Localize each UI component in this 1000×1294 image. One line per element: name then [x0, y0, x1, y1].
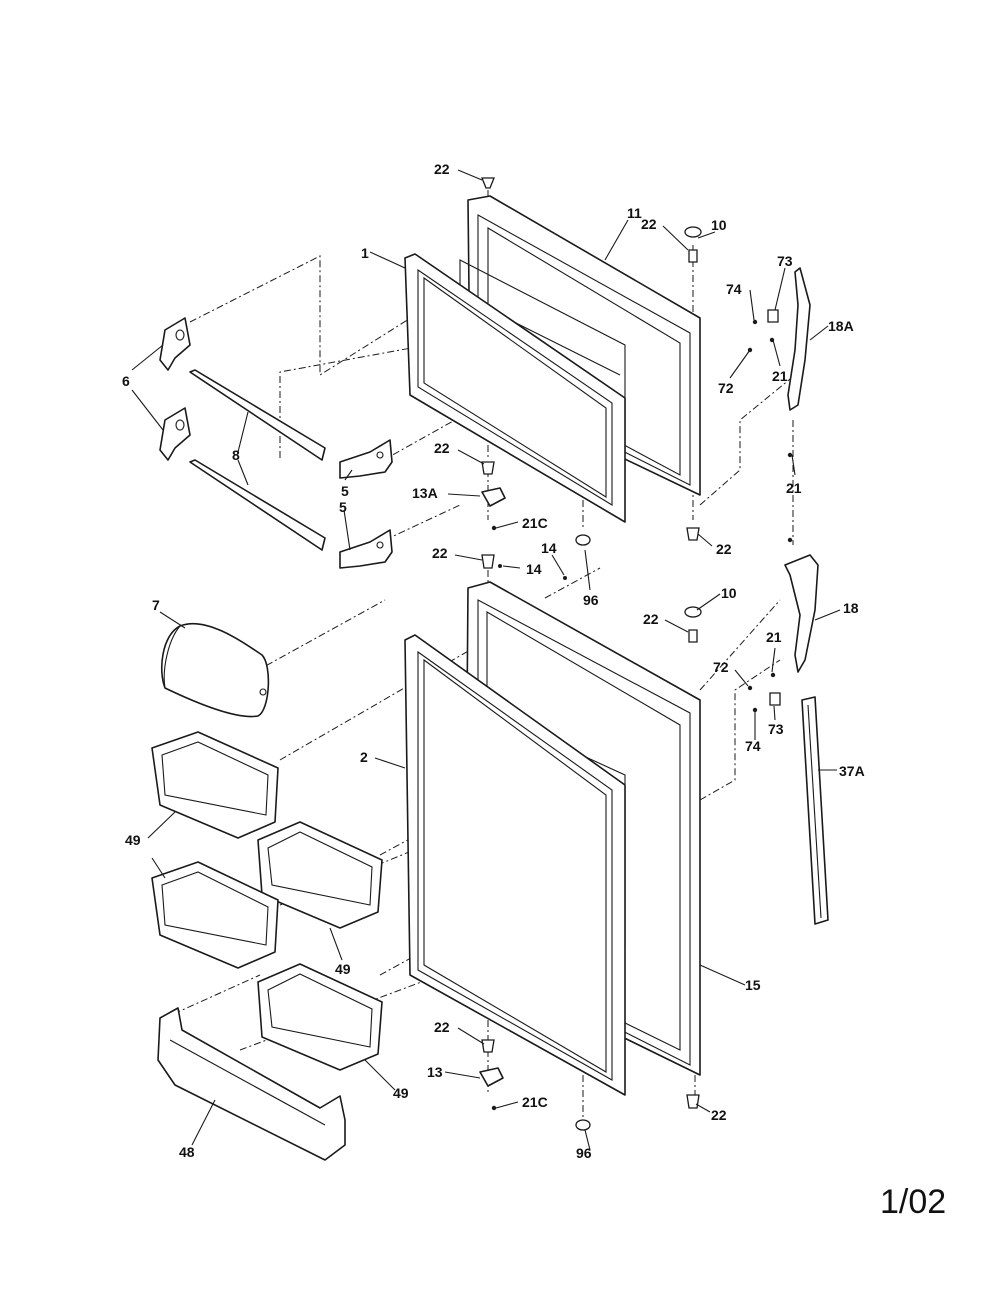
shelf-rail-8-lower — [189, 459, 326, 551]
callout-49: 49 — [125, 832, 141, 848]
callout-5: 5 — [341, 483, 349, 499]
hinge-18A — [787, 267, 811, 411]
callout-21: 21 — [766, 629, 782, 645]
shelf-bracket-5-lower — [339, 529, 393, 569]
callout-96: 96 — [583, 592, 599, 608]
callout-10: 10 — [711, 217, 727, 233]
callout-22: 22 — [434, 440, 450, 456]
callout-22: 22 — [432, 545, 448, 561]
callout-48: 48 — [179, 1144, 195, 1160]
callout-7: 7 — [152, 597, 160, 613]
door-bin-49-d — [257, 963, 383, 1071]
freezer-door-gasket-1 — [404, 253, 626, 523]
callout-72: 72 — [718, 380, 734, 396]
hinge-18 — [784, 554, 819, 673]
callout-22: 22 — [711, 1107, 727, 1123]
callout-21: 21 — [772, 368, 788, 384]
fresh-food-door-gasket-2 — [404, 634, 626, 1096]
leader-lines — [131, 169, 841, 1151]
dairy-door-7 — [160, 622, 270, 718]
hinge-cover-37A — [801, 696, 829, 925]
door-bin-49-c — [151, 861, 279, 969]
callout-21: 21 — [786, 480, 802, 496]
callout-6: 6 — [122, 373, 130, 389]
shelf-support-6-upper — [159, 317, 191, 371]
shelf-support-6-lower — [159, 407, 191, 461]
callout-96: 96 — [576, 1145, 592, 1161]
callout-22: 22 — [434, 1019, 450, 1035]
callout-15: 15 — [745, 977, 761, 993]
callout-18: 18 — [843, 600, 859, 616]
callout-13A: 13A — [412, 485, 438, 501]
callout-22: 22 — [641, 216, 657, 232]
door-bin-49-a — [151, 731, 279, 839]
callout-8: 8 — [232, 447, 240, 463]
shelf-rail-8-upper — [189, 369, 326, 461]
callout-72: 72 — [713, 659, 729, 675]
callout-74: 74 — [745, 738, 761, 754]
hinge-plate-13 — [479, 1067, 504, 1087]
hinge-plate-13A — [481, 487, 506, 507]
page-number: 1/02 — [880, 1183, 946, 1221]
callout-18A: 18A — [828, 318, 854, 334]
callout-14: 14 — [526, 561, 542, 577]
callout-73: 73 — [768, 721, 784, 737]
callout-14: 14 — [541, 540, 557, 556]
callout-2: 2 — [360, 749, 368, 765]
callout-13: 13 — [427, 1064, 443, 1080]
callout-21C: 21C — [522, 515, 548, 531]
callout-37A: 37A — [839, 763, 865, 779]
shelf-bracket-5-upper — [339, 439, 393, 479]
callout-5: 5 — [339, 499, 347, 515]
callout-73: 73 — [777, 253, 793, 269]
door-bin-48 — [157, 1007, 346, 1161]
small-hardware — [481, 177, 793, 1131]
callout-22: 22 — [716, 541, 732, 557]
callout-21C: 21C — [522, 1094, 548, 1110]
callout-11: 11 — [627, 205, 642, 221]
callout-49: 49 — [335, 961, 351, 977]
callout-10: 10 — [721, 585, 737, 601]
callout-74: 74 — [726, 281, 742, 297]
callout-labels: 22 11 10 22 73 74 1 18A 6 72 21 8 22 5 2… — [122, 161, 865, 1161]
callout-22: 22 — [643, 611, 659, 627]
callout-22: 22 — [434, 161, 450, 177]
callout-49: 49 — [393, 1085, 409, 1101]
callout-1: 1 — [361, 245, 369, 261]
